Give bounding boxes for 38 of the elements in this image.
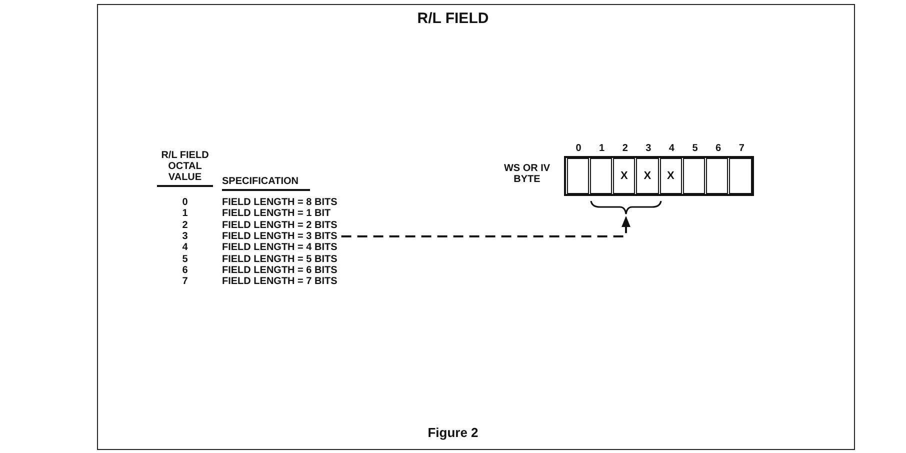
specification-text: FIELD LENGTH = 8 BITS xyxy=(222,197,338,208)
bit-number: 5 xyxy=(691,143,699,154)
bit-number: 7 xyxy=(738,143,746,154)
bit-number: 4 xyxy=(668,143,676,154)
specification-text: FIELD LENGTH = 7 BITS xyxy=(222,276,338,288)
byte-label: WS OR IV BYTE xyxy=(502,163,552,185)
octal-value: 6 xyxy=(181,264,189,276)
octal-value: 0 xyxy=(181,197,189,208)
specification-text: FIELD LENGTH = 3 BITS xyxy=(222,230,338,242)
bit-cell: X xyxy=(636,158,658,194)
octal-value: 3 xyxy=(181,230,189,242)
dashed-arrow xyxy=(341,216,630,238)
octal-value: 1 xyxy=(181,208,189,220)
bit-number: 6 xyxy=(714,143,722,154)
bit-cell: X xyxy=(660,158,682,194)
bit-number: 3 xyxy=(644,143,652,154)
bit-number: 0 xyxy=(574,143,582,154)
bit-cell xyxy=(706,158,728,194)
column-header: SPECIFICATION xyxy=(222,176,310,191)
specification-text: FIELD LENGTH = 1 BIT xyxy=(222,208,331,220)
figure-caption: Figure 2 xyxy=(426,425,480,440)
specification-text: FIELD LENGTH = 4 BITS xyxy=(222,242,338,254)
specification-text: FIELD LENGTH = 6 BITS xyxy=(222,264,338,276)
bit-cell xyxy=(566,158,589,194)
column-header: R/L FIELD OCTAL VALUE xyxy=(157,150,213,187)
octal-value: 7 xyxy=(181,276,189,288)
octal-value: 5 xyxy=(181,254,189,264)
bit-cell xyxy=(590,158,612,194)
octal-value: 2 xyxy=(181,220,189,231)
diagram-title: R/L FIELD xyxy=(416,10,490,27)
specification-text: FIELD LENGTH = 5 BITS xyxy=(222,254,338,264)
octal-value: 4 xyxy=(181,242,189,254)
bit-cell: X xyxy=(613,158,636,194)
bit-cell xyxy=(682,158,705,194)
bit-cell xyxy=(729,158,752,194)
bit-number: 2 xyxy=(621,143,629,154)
bit-number: 1 xyxy=(598,143,606,154)
specification-text: FIELD LENGTH = 2 BITS xyxy=(222,220,338,231)
